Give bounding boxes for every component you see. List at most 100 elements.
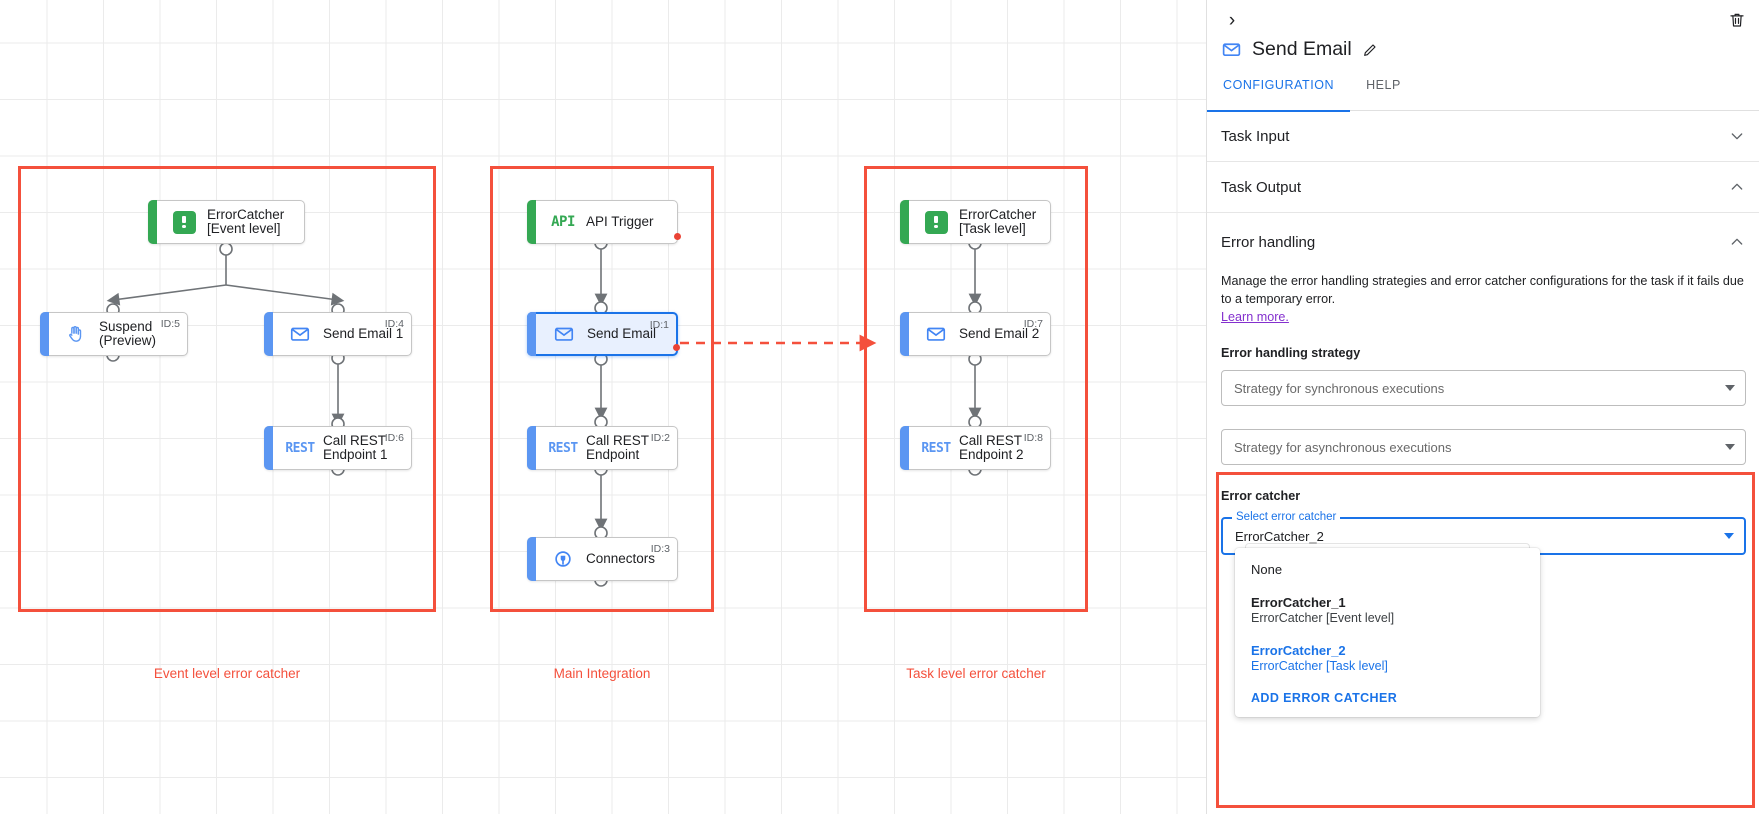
panel-tabs: CONFIGURATION HELP xyxy=(1207,78,1759,112)
node-suspend[interactable]: Suspend (Preview) ID:5 xyxy=(40,312,188,356)
node-accent xyxy=(264,426,273,470)
node-accent xyxy=(900,426,909,470)
section-header-task-output[interactable]: Task Output xyxy=(1221,162,1746,212)
section-task-output: Task Output xyxy=(1207,162,1759,213)
node-id: ID:8 xyxy=(1023,432,1043,444)
dropdown-option-subtitle: ErrorCatcher [Event level] xyxy=(1251,611,1395,625)
sync-strategy-value: Strategy for synchronous executions xyxy=(1234,380,1445,396)
node-connectors[interactable]: Connectors ID:3 xyxy=(527,537,678,581)
learn-more-link[interactable]: Learn more. xyxy=(1221,310,1289,324)
node-accent xyxy=(527,537,536,581)
node-label: Send Email 1 xyxy=(323,326,404,341)
error-handling-strategy-label: Error handling strategy xyxy=(1221,346,1361,360)
chevron-down-icon xyxy=(1725,444,1735,450)
node-accent xyxy=(264,312,273,356)
region-event-level xyxy=(18,166,436,612)
node-label: Call REST Endpoint xyxy=(586,433,650,462)
region-caption-task-level: Task level error catcher xyxy=(906,666,1046,681)
chevron-up-icon[interactable] xyxy=(1728,178,1746,196)
node-call-rest-endpoint[interactable]: REST Call REST Endpoint ID:2 xyxy=(527,426,678,470)
error-catcher-label: Error catcher xyxy=(1221,489,1301,503)
node-accent xyxy=(900,312,909,356)
error-catcher-float-label: Select error catcher xyxy=(1232,511,1341,523)
trash-icon[interactable] xyxy=(1725,8,1749,32)
dropdown-option-none[interactable]: None xyxy=(1235,556,1540,583)
dropdown-option-errorcatcher-2[interactable]: ErrorCatcher_2 ErrorCatcher [Task level] xyxy=(1235,637,1540,679)
section-error-handling: Error handling Manage the error handling… xyxy=(1207,213,1759,567)
error-catcher-icon xyxy=(923,209,949,235)
section-header-task-input[interactable]: Task Input xyxy=(1221,111,1746,161)
tab-help[interactable]: HELP xyxy=(1366,78,1401,92)
node-id: ID:6 xyxy=(384,432,404,444)
node-send-email-2[interactable]: Send Email 2 ID:7 xyxy=(900,312,1051,356)
region-caption-main-integration: Main Integration xyxy=(553,666,651,681)
node-label: ErrorCatcher [Task level] xyxy=(959,207,1037,236)
node-id: ID:2 xyxy=(650,432,670,444)
dropdown-option-title: ErrorCatcher_2 xyxy=(1251,643,1346,658)
email-icon xyxy=(287,321,313,347)
node-accent xyxy=(900,200,909,244)
dropdown-option-errorcatcher-1[interactable]: ErrorCatcher_1 ErrorCatcher [Event level… xyxy=(1235,589,1540,631)
node-send-email[interactable]: Send Email ID:1 xyxy=(527,312,680,356)
node-id: ID:7 xyxy=(1023,318,1043,330)
region-task-level xyxy=(864,166,1088,612)
node-label: Send Email 2 xyxy=(959,326,1040,341)
node-api-trigger[interactable]: API API Trigger xyxy=(527,200,681,244)
error-catcher-icon xyxy=(171,209,197,235)
node-id: ID:4 xyxy=(384,318,404,330)
section-task-input: Task Input xyxy=(1207,111,1759,162)
page-title: Send Email xyxy=(1252,38,1352,60)
error-handling-description: Manage the error handling strategies and… xyxy=(1221,274,1744,306)
rest-icon: REST xyxy=(921,440,951,456)
dropdown-option-title: ErrorCatcher_1 xyxy=(1251,595,1346,610)
node-accent xyxy=(40,312,49,356)
tab-configuration[interactable]: CONFIGURATION xyxy=(1207,78,1351,112)
node-id: ID:3 xyxy=(650,543,670,555)
node-errorcatcher-event-level[interactable]: ErrorCatcher [Event level] xyxy=(148,200,305,244)
chevron-down-icon xyxy=(1724,533,1734,539)
region-caption-event-level: Event level error catcher xyxy=(153,666,301,681)
dropdown-option-title: None xyxy=(1251,562,1283,577)
panel-header: › Send Email xyxy=(1207,0,1759,78)
node-send-email-1[interactable]: Send Email 1 ID:4 xyxy=(264,312,412,356)
rest-icon: REST xyxy=(548,440,578,456)
suspend-hand-icon xyxy=(63,321,89,347)
email-icon xyxy=(1221,39,1242,60)
node-call-rest-endpoint-2[interactable]: REST Call REST Endpoint 2 ID:8 xyxy=(900,426,1051,470)
task-config-panel: › Send Email xyxy=(1206,0,1759,814)
async-strategy-select[interactable]: Strategy for asynchronous executions xyxy=(1221,429,1746,465)
node-label: Suspend (Preview) xyxy=(99,319,157,348)
node-error-dot xyxy=(674,233,681,240)
error-catcher-dropdown[interactable]: None ErrorCatcher_1 ErrorCatcher [Event … xyxy=(1235,548,1540,717)
section-title: Task Output xyxy=(1221,178,1302,196)
node-call-rest-endpoint-1[interactable]: REST Call REST Endpoint 1 ID:6 xyxy=(264,426,412,470)
sync-strategy-select[interactable]: Strategy for synchronous executions xyxy=(1221,370,1746,406)
node-label: Call REST Endpoint 1 xyxy=(323,433,388,462)
node-label: Send Email xyxy=(587,326,657,341)
chevron-up-icon[interactable] xyxy=(1728,233,1746,251)
chevron-down-icon xyxy=(1725,385,1735,391)
dropdown-option-subtitle: ErrorCatcher [Task level] xyxy=(1251,659,1388,673)
email-icon xyxy=(923,321,949,347)
chevron-right-icon[interactable]: › xyxy=(1228,10,1236,31)
add-error-catcher-button[interactable]: ADD ERROR CATCHER xyxy=(1251,691,1398,705)
node-errorcatcher-task-level[interactable]: ErrorCatcher [Task level] xyxy=(900,200,1051,244)
node-accent xyxy=(527,200,536,244)
async-strategy-value: Strategy for asynchronous executions xyxy=(1234,439,1452,455)
pencil-icon[interactable] xyxy=(1362,42,1378,58)
api-icon: API xyxy=(551,214,575,230)
region-main-integration xyxy=(490,166,714,612)
rest-icon: REST xyxy=(285,440,315,456)
node-id: ID:1 xyxy=(649,319,669,331)
section-title: Error handling xyxy=(1221,233,1316,251)
node-accent xyxy=(148,200,157,244)
section-header-error-handling[interactable]: Error handling xyxy=(1221,213,1746,271)
node-label: Call REST Endpoint 2 xyxy=(959,433,1024,462)
workflow-canvas[interactable]: Event level error catcher Main Integrati… xyxy=(0,0,1206,814)
connectors-icon xyxy=(550,546,576,572)
node-label: ErrorCatcher [Event level] xyxy=(207,207,285,236)
node-accent xyxy=(527,312,536,356)
node-label: API Trigger xyxy=(586,214,654,229)
chevron-down-icon[interactable] xyxy=(1728,127,1746,145)
node-error-dot xyxy=(673,344,680,351)
